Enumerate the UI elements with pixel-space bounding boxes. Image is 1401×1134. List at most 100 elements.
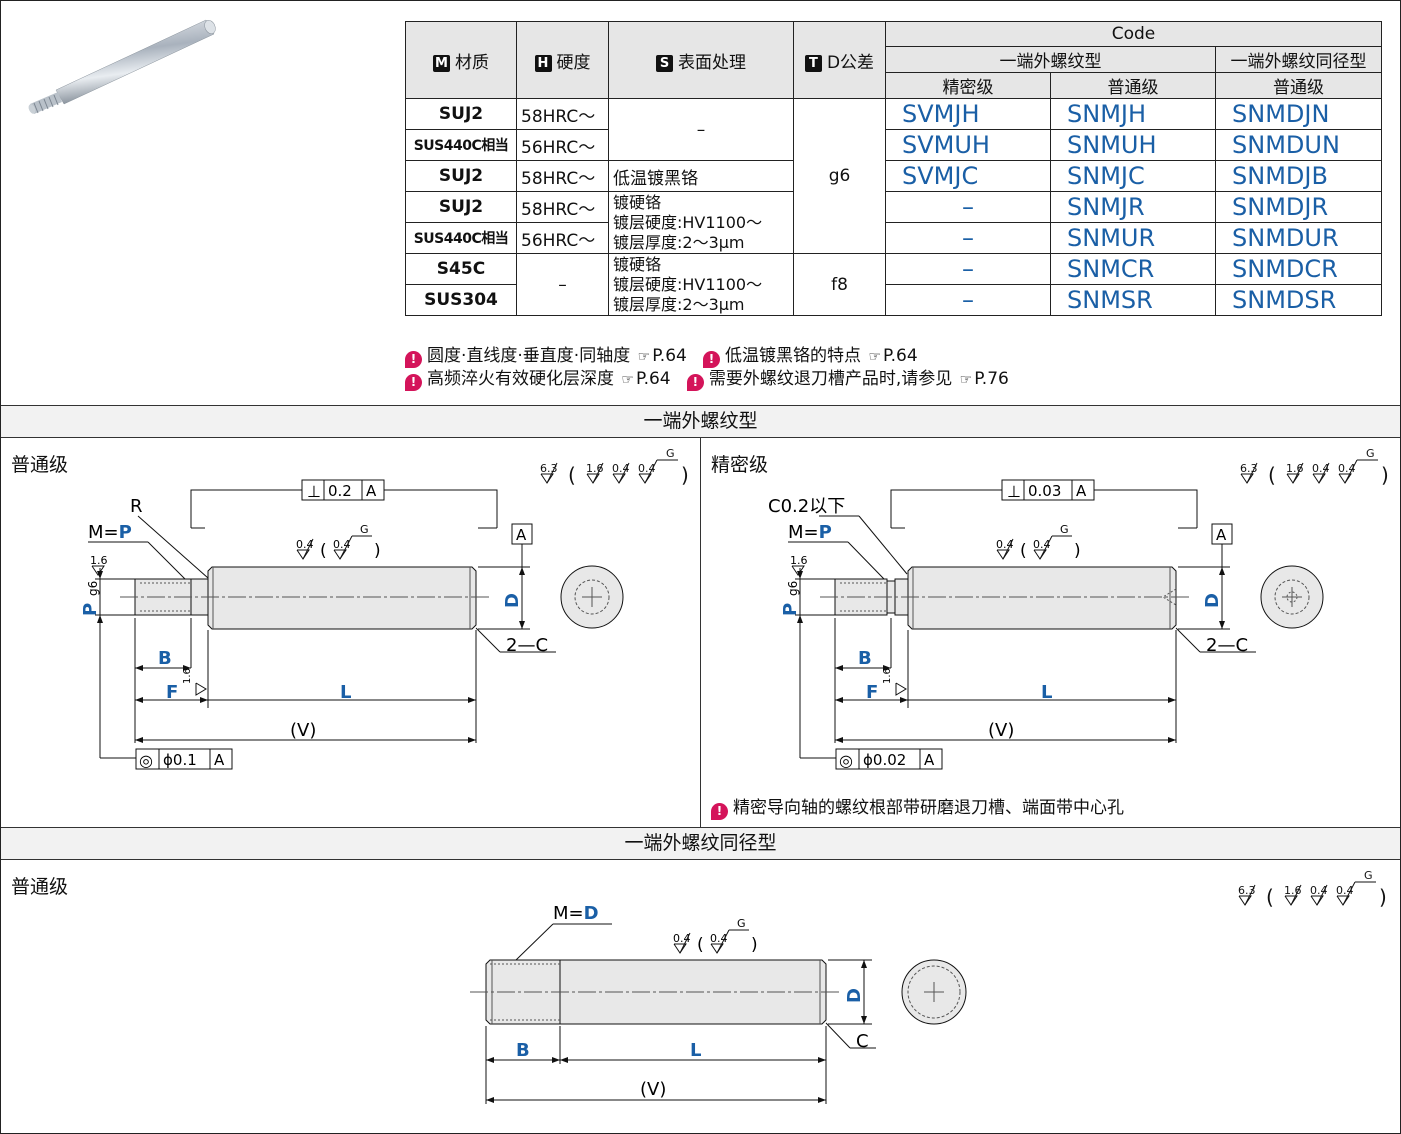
cell-code-precision: SVMJH <box>885 98 1051 130</box>
svg-text:(: ( <box>697 935 704 955</box>
info-pin-icon: ! <box>405 374 422 391</box>
svg-text:1.6: 1.6 <box>586 462 604 475</box>
ref-link[interactable]: P.64 <box>883 346 918 366</box>
svg-text:1.6: 1.6 <box>1286 462 1304 475</box>
pointing-hand-icon: ☞ <box>959 372 973 388</box>
cell-surface: 低温镀黑铬 <box>608 160 794 192</box>
perpendicularity-frame: ⊥ 0.03 A <box>890 479 1198 529</box>
svg-text:⊥: ⊥ <box>307 482 321 501</box>
dim-f: F <box>866 682 878 703</box>
header-normal1: 普通级 <box>1050 72 1216 99</box>
svg-text:0.4: 0.4 <box>1312 462 1330 475</box>
svg-text:1.6: 1.6 <box>1284 884 1302 897</box>
dim-m-eq-p: M=P <box>788 522 832 543</box>
cell-code-same: SNMDJN <box>1215 98 1382 130</box>
cell-code-normal: SNMUH <box>1050 129 1216 161</box>
dim-c02: C0.2以下 <box>768 496 845 517</box>
ref-link[interactable]: P.76 <box>974 369 1009 389</box>
dim-d: D <box>502 593 523 608</box>
svg-text:(: ( <box>320 541 327 561</box>
section-header-1: 一端外螺纹型 <box>1 405 1400 438</box>
dim-l: L <box>690 1040 701 1061</box>
cell-surface: 镀硬铬镀层硬度:HV1100～镀层厚度:2～3μm <box>608 191 794 254</box>
svg-text:⊥: ⊥ <box>1007 482 1021 501</box>
svg-text:◎: ◎ <box>139 751 153 770</box>
svg-text:0.4: 0.4 <box>1310 884 1328 897</box>
svg-text:): ) <box>681 463 689 487</box>
dim-m-eq-d: M=D <box>553 903 599 924</box>
svg-text:0.4: 0.4 <box>996 538 1014 551</box>
cell-code-normal: SNMJH <box>1050 98 1216 130</box>
cell-material: SUJ2 <box>405 191 517 223</box>
svg-text:(: ( <box>568 463 576 487</box>
svg-text:1.6: 1.6 <box>790 554 808 567</box>
svg-text:(: ( <box>1268 463 1276 487</box>
badge-h-icon: H <box>534 54 552 72</box>
cell-hardness: 58HRC～ <box>516 98 609 130</box>
cell-hardness: 56HRC～ <box>516 222 609 254</box>
cell-hardness: 58HRC～ <box>516 191 609 223</box>
ref-link[interactable]: P.64 <box>652 346 687 366</box>
header-normal2: 普通级 <box>1215 72 1382 99</box>
roughness-symbol: 6.3 ( 1.6 0.4 0.4 G ) <box>540 447 689 487</box>
drawing-normal: 6.3 ( 1.6 0.4 0.4 G ) ⊥ 0.2 A A <box>80 447 689 770</box>
section-divider <box>700 438 701 827</box>
svg-text:0.4: 0.4 <box>296 538 314 551</box>
dim-l: L <box>340 682 351 703</box>
notes-line-1: !圆度·直线度·垂直度·同轴度 ☞P.64 !低温镀黑铬的特点 ☞P.64 <box>405 341 918 368</box>
svg-text:6.3: 6.3 <box>540 462 558 475</box>
dim-r: R <box>130 496 143 517</box>
concentricity-frame <box>135 748 233 770</box>
dim-l: L <box>1041 682 1052 703</box>
badge-s-icon: S <box>656 54 673 72</box>
dim-b: B <box>516 1040 530 1061</box>
cell-code-precision: – <box>885 284 1051 316</box>
cell-material: SUJ2 <box>405 160 517 192</box>
label-precision: 精密级 <box>711 454 769 476</box>
dim-b: B <box>158 648 172 669</box>
svg-text:G: G <box>1364 869 1373 882</box>
dim-v: (V) <box>290 720 316 741</box>
svg-text:G: G <box>1060 523 1069 536</box>
cell-hardness: 56HRC～ <box>516 129 609 161</box>
cell-hardness: 58HRC～ <box>516 160 609 192</box>
drawing-precision: 6.3 ( 1.6 0.4 0.4 G ) ⊥ 0.03 A A D 2—C C… <box>768 447 1389 770</box>
svg-text:(: ( <box>1266 885 1274 909</box>
roughness-symbol: 6.3 ( 1.6 0.4 0.4 G ) <box>1240 447 1389 487</box>
svg-text:): ) <box>1379 885 1387 909</box>
cell-code-precision: – <box>885 253 1051 285</box>
dim-f: F <box>166 682 178 703</box>
dim-m-eq-p: M=P <box>88 522 132 543</box>
info-pin-icon: ! <box>405 351 422 368</box>
svg-text:ϕ0.1: ϕ0.1 <box>163 751 197 769</box>
svg-text:0.4: 0.4 <box>612 462 630 475</box>
header-group2: 一端外螺纹同径型 <box>1215 46 1382 73</box>
svg-text:A: A <box>924 751 935 769</box>
dim-b: B <box>858 648 872 669</box>
dim-d: D <box>844 988 865 1003</box>
svg-text:G: G <box>666 447 675 460</box>
info-pin-icon: ! <box>711 803 728 820</box>
svg-text:(: ( <box>1020 541 1027 561</box>
pointing-hand-icon: ☞ <box>637 349 651 365</box>
cell-code-same: SNMDCR <box>1215 253 1382 285</box>
svg-text:A: A <box>1076 482 1087 500</box>
cell-surface: 镀硬铬镀层硬度:HV1100～镀层厚度:2～3μm <box>608 253 794 316</box>
cell-code-normal: SNMJR <box>1050 191 1216 223</box>
pointing-hand-icon: ☞ <box>868 349 882 365</box>
svg-text:g6: g6 <box>786 581 800 596</box>
label-normal: 普通级 <box>11 454 69 476</box>
dim-p: P <box>780 603 801 616</box>
ref-link[interactable]: P.64 <box>635 369 671 389</box>
badge-m-icon: M <box>433 54 450 72</box>
svg-text:6.3: 6.3 <box>1240 462 1258 475</box>
concentricity-frame <box>835 748 943 770</box>
cell-hardness: – <box>516 253 609 316</box>
svg-text:A: A <box>1216 526 1227 544</box>
cell-code-normal: SNMUR <box>1050 222 1216 254</box>
svg-text:0.2: 0.2 <box>328 482 352 500</box>
product-image <box>28 19 216 114</box>
